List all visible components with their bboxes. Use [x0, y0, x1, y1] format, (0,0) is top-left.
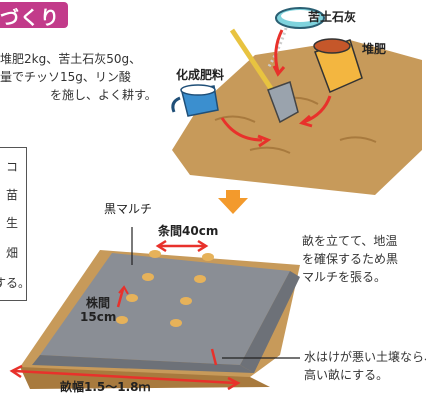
- soil-texture: [214, 96, 377, 154]
- side-note-text-4: 畑: [6, 246, 19, 260]
- page-title: づくり: [0, 7, 61, 29]
- black-mulch-sheet: [40, 253, 290, 365]
- lime-bowl-icon: [266, 7, 325, 69]
- label-lime: 苦土石灰: [308, 10, 357, 24]
- label-plant-spacing-value: 15cm: [80, 310, 117, 324]
- side-note-text-1: コ: [6, 160, 19, 174]
- row-spacing-arrow: [155, 239, 209, 253]
- drainage-note-line-1: 水はけが悪い土壌なら、: [304, 350, 426, 364]
- bed-width-arrow: [9, 364, 241, 391]
- side-note-text-3: 生: [6, 216, 19, 230]
- shovel-icon: [229, 28, 299, 124]
- label-plant-spacing: 株間: [86, 296, 111, 310]
- plant-spacing-arrow: [116, 285, 129, 308]
- drainage-note-line-2: 高い畝にする。: [304, 368, 389, 382]
- side-note-panel: コ 苗 生 畑 する。: [0, 147, 27, 301]
- down-arrow-icon: [218, 190, 248, 214]
- mulch-note: 畝を立てて、地温 を確保するため黒 マルチを張る。: [302, 232, 398, 286]
- label-bed-width: 畝幅1.5～1.8ｍ: [60, 380, 151, 394]
- arrow-lime: [274, 29, 284, 73]
- label-compost: 堆肥: [362, 42, 387, 56]
- label-black-mulch: 黒マルチ: [104, 202, 153, 216]
- arrow-fertilizer: [220, 117, 263, 142]
- compost-bag-icon: [313, 38, 363, 94]
- mulch-note-line-3: マルチを張る。: [302, 270, 387, 284]
- intro-line-3: を施し、よく耕す。: [50, 88, 157, 102]
- label-row-spacing: 条間40cm: [158, 224, 219, 238]
- soil-patch: [172, 40, 422, 195]
- planting-holes: [116, 250, 214, 327]
- drainage-note: 水はけが悪い土壌なら、 高い畝にする。: [304, 348, 426, 384]
- side-note-text-5: する。: [0, 276, 26, 290]
- mulch-bed-illustration: [9, 227, 300, 391]
- arrow-compost: [303, 95, 332, 124]
- intro-line-2: 量でチッソ15g、リン酸: [0, 70, 131, 84]
- fertilizer-cup-icon: [171, 84, 219, 117]
- intro-line-1: 堆肥2kg、苦土石灰50g、: [0, 52, 142, 66]
- side-note-text-2: 苗: [6, 188, 19, 202]
- label-fertilizer: 化成肥料: [176, 68, 225, 82]
- bed-height-arrow: [210, 348, 218, 366]
- soil-preparation-illustration: [171, 7, 422, 195]
- mulch-note-line-1: 畝を立てて、地温: [302, 234, 398, 248]
- mulch-note-line-2: を確保するため黒: [302, 252, 399, 266]
- title-banner: づくり: [0, 2, 68, 29]
